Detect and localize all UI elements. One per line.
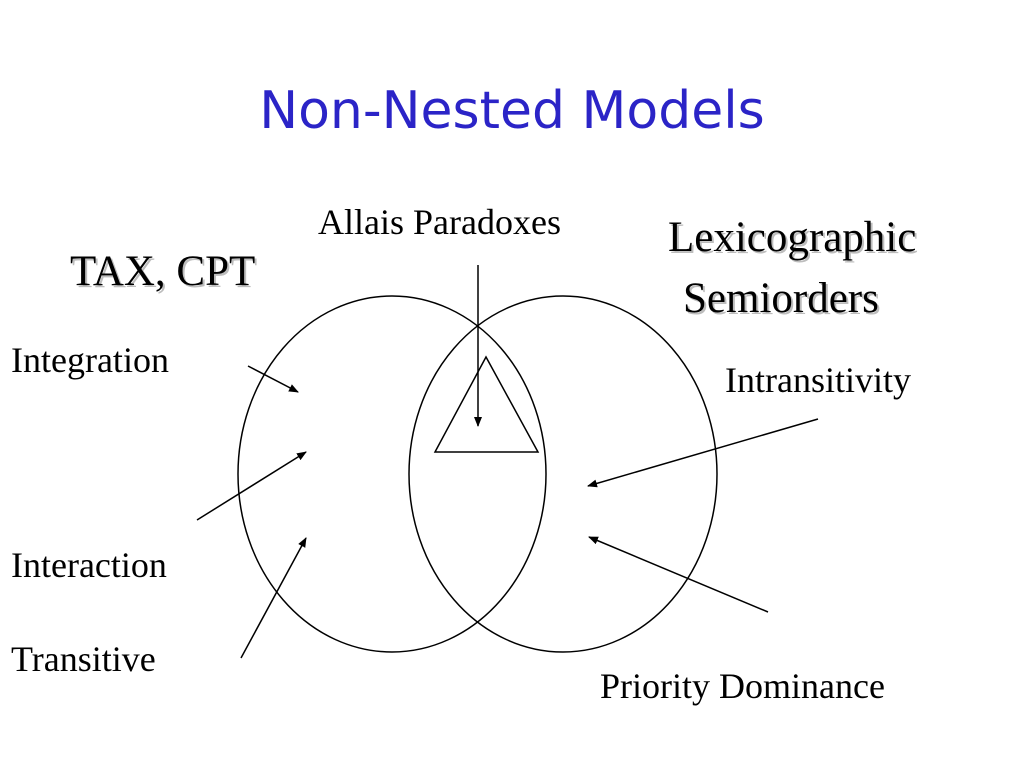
interaction-label: Interaction: [11, 545, 167, 585]
priority-dominance-arrow: [588, 536, 769, 613]
right-circle: [408, 295, 718, 653]
integration-arrow: [247, 365, 299, 393]
tax-cpt-label: TAX, CPT: [70, 248, 256, 295]
intransitivity-arrow: [587, 418, 819, 488]
allais-paradoxes-label: Allais Paradoxes: [318, 202, 561, 242]
slide-title: Non-Nested Models: [259, 81, 765, 141]
priority-dominance-label: Priority Dominance: [600, 666, 885, 706]
interaction-arrow: [196, 451, 307, 521]
integration-label: Integration: [11, 340, 169, 380]
intersection-triangle: [433, 355, 540, 453]
transitive-label: Transitive: [11, 639, 156, 679]
lexicographic-label: Lexicographic: [668, 214, 917, 261]
semiorders-label: Semiorders: [683, 275, 879, 322]
intransitivity-label: Intransitivity: [725, 360, 911, 400]
left-circle: [237, 295, 547, 653]
transitive-arrow: [240, 537, 307, 659]
